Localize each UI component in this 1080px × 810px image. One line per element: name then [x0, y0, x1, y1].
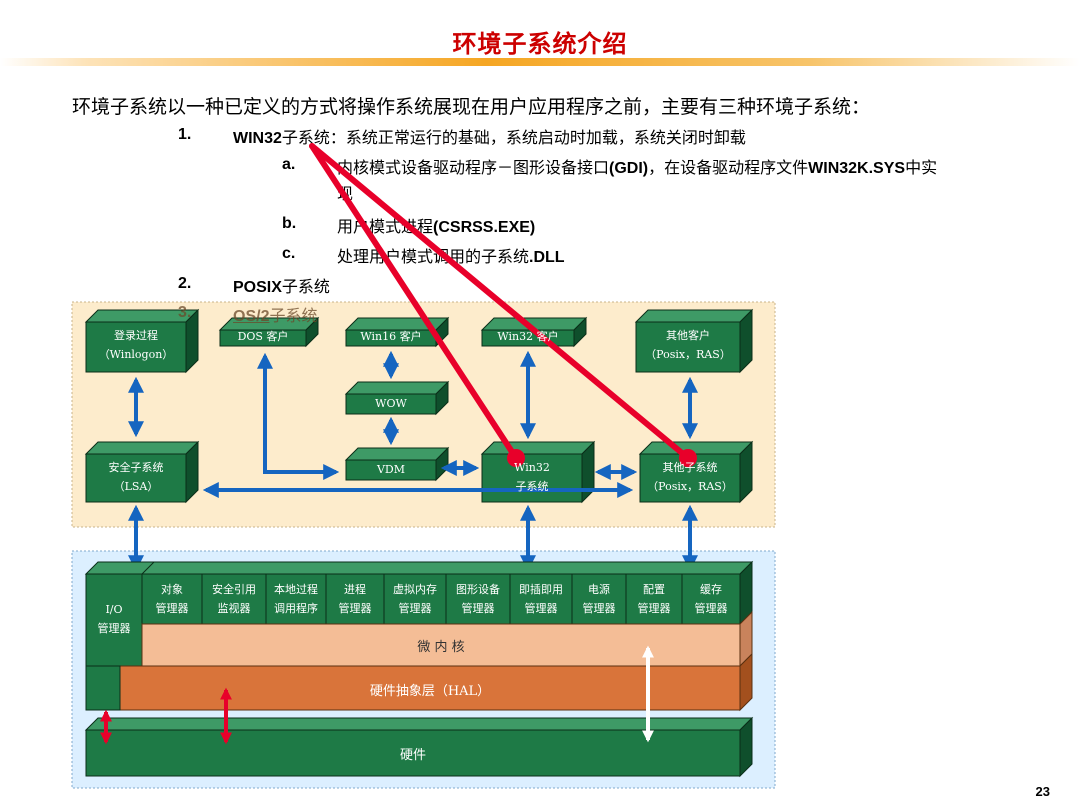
list-item-b: b. 用户模式进程(CSRSS.EXE) — [282, 213, 535, 236]
annotation-dot-other — [679, 449, 697, 467]
list-text: 内核模式设备驱动程序－图形设备接口 — [337, 158, 610, 177]
manager-subtitle: 管理器 — [338, 602, 372, 615]
lsa-label: 安全子系统 （LSA） — [86, 458, 186, 496]
intro-text: 环境子系统以一种已定义的方式将操作系统展现在用户应用程序之前，主要有三种环境子系… — [72, 96, 871, 118]
manager-subtitle: 管理器 — [155, 602, 189, 615]
other-client-subtitle: （Posix，RAS） — [645, 348, 731, 361]
logon-process-box — [84, 308, 200, 374]
graphics-manager-label: 图形设备 管理器 — [446, 580, 510, 618]
manager-subtitle: 管理器 — [637, 602, 671, 615]
win32-subsystem-title: Win32 — [514, 461, 550, 474]
list-number: a. — [282, 156, 296, 173]
hardware-label: 硬件 — [399, 748, 426, 763]
logon-subtitle: （Winlogon） — [98, 348, 174, 361]
list-bold: WIN32K.SYS — [808, 160, 906, 177]
lsa-title: 安全子系统 — [108, 461, 164, 474]
annotation-lines — [309, 143, 691, 461]
list-number: b. — [282, 215, 297, 232]
list-text: 中实 — [905, 158, 938, 177]
list-item-1: 1. WIN32子系统：系统正常运行的基础，系统启动时加载，系统关闭时卸载 — [178, 124, 746, 147]
annotation-dot-win32 — [507, 449, 525, 467]
lsa-subtitle: （LSA） — [113, 480, 159, 493]
slide-title: 环境子系统介绍 — [452, 29, 628, 58]
io-manager-title: I/O — [105, 603, 123, 616]
manager-title: 图形设备 — [456, 583, 500, 596]
microkernel-box — [141, 610, 753, 668]
manager-subtitle: 管理器 — [694, 602, 728, 615]
list-item-a: a. 内核模式设备驱动程序－图形设备接口(GDI)，在设备驱动程序文件WIN32… — [282, 154, 937, 177]
pnp-manager-label: 即插即用 管理器 — [510, 580, 572, 618]
process-manager-label: 进程 管理器 — [326, 580, 384, 618]
manager-subtitle: 管理器 — [582, 602, 616, 615]
manager-title: 缓存 — [700, 583, 722, 596]
manager-title: 配置 — [643, 583, 665, 596]
vdm-label: VDM — [376, 463, 406, 476]
manager-subtitle: 管理器 — [524, 602, 558, 615]
config-manager-label: 配置 管理器 — [626, 580, 682, 618]
dos-client-box — [218, 316, 320, 348]
lpc-label: 本地过程 调用程序 — [266, 580, 326, 618]
list-bold: .DLL — [529, 249, 565, 266]
dos-client-label: DOS 客户 — [237, 330, 289, 343]
list-number: 3. — [178, 304, 192, 321]
list-text: ，在设备驱动程序文件 — [648, 158, 809, 177]
logon-title: 登录过程 — [114, 329, 158, 342]
io-manager-box — [84, 561, 160, 709]
list-number: c. — [282, 245, 296, 262]
list-number: 2. — [178, 275, 192, 292]
io-manager-subtitle: 管理器 — [97, 622, 131, 635]
win32-subsystem-label: Win32 子系统 — [482, 458, 582, 496]
vm-manager-label: 虚拟内存 管理器 — [384, 580, 446, 618]
page-number: 23 — [1035, 784, 1050, 799]
list-text: 子系统：系统正常运行的基础，系统启动时加载，系统关闭时卸载 — [281, 128, 746, 147]
microkernel-label: 微 内 核 — [417, 640, 465, 655]
manager-title: 即插即用 — [519, 583, 563, 596]
other-client-box — [634, 308, 754, 374]
security-monitor-label: 安全引用 监视器 — [202, 580, 266, 618]
other-client-title: 其他客户 — [666, 329, 710, 342]
manager-title: 安全引用 — [212, 583, 256, 596]
other-subsystem-title: 其他子系统 — [662, 461, 718, 474]
list-bold: POSIX — [233, 279, 282, 296]
hardware-box — [84, 716, 754, 778]
other-subsystem-subtitle: （Posix，RAS） — [647, 480, 733, 493]
power-manager-label: 电源 管理器 — [572, 580, 626, 618]
vdm-box — [344, 446, 450, 482]
wow-label: WOW — [375, 397, 407, 410]
cache-manager-label: 缓存 管理器 — [682, 580, 740, 618]
user-mode-arrows — [128, 350, 698, 572]
manager-title: 进程 — [344, 583, 366, 596]
list-bold: (CSRSS.EXE) — [433, 219, 536, 236]
list-bold: OS/2 — [233, 308, 270, 325]
list-number: 1. — [178, 126, 192, 143]
other-subsystem-label: 其他子系统 （Posix，RAS） — [640, 458, 740, 496]
list-item-3: 3. OS/2子系统 — [178, 302, 317, 325]
io-manager-label: I/O 管理器 — [86, 600, 142, 638]
manager-subtitle: 调用程序 — [274, 602, 318, 615]
manager-subtitle: 监视器 — [217, 602, 251, 615]
manager-title: 本地过程 — [274, 583, 318, 596]
manager-title: 对象 — [161, 583, 183, 596]
hal-label: 硬件抽象层（HAL） — [369, 684, 491, 699]
lsa-box — [84, 440, 200, 504]
list-text: 子系统 — [269, 306, 318, 325]
win16-client-label: Win16 客户 — [360, 330, 422, 343]
manager-subtitle: 管理器 — [461, 602, 495, 615]
manager-title: 电源 — [588, 583, 610, 596]
list-bold: (GDI) — [609, 160, 649, 177]
manager-dividers — [201, 574, 683, 624]
wow-box — [344, 380, 450, 416]
list-bold: WIN32 — [233, 130, 282, 147]
manager-title: 虚拟内存 — [393, 583, 437, 596]
list-item-2: 2. POSIX子系统 — [178, 273, 330, 296]
logon-label: 登录过程 （Winlogon） — [86, 326, 186, 364]
manager-subtitle: 管理器 — [398, 602, 432, 615]
title-underline — [0, 58, 1080, 66]
other-client-label: 其他客户 （Posix，RAS） — [636, 326, 740, 364]
win32-client-label: Win32 客户 — [497, 330, 559, 343]
object-manager-label: 对象 管理器 — [142, 580, 202, 618]
list-text: 子系统 — [281, 277, 330, 296]
win32-subsystem-subtitle: 子系统 — [515, 480, 549, 493]
